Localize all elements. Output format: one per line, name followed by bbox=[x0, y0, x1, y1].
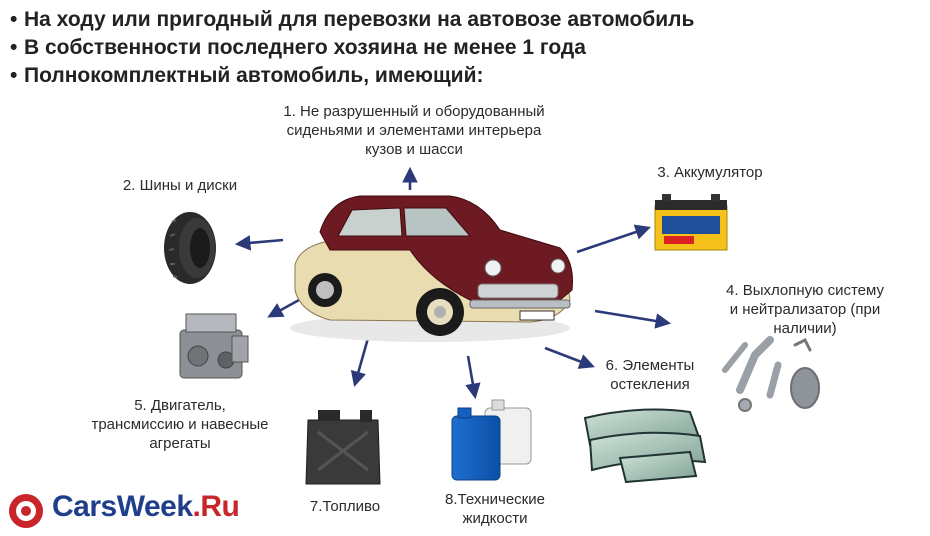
label-exhaust: 4. Выхлопную систему и нейтрализатор (пр… bbox=[726, 282, 884, 337]
car-icon bbox=[290, 195, 573, 342]
arrow-exhaust bbox=[594, 309, 672, 329]
fluid-canisters-icon bbox=[451, 399, 532, 481]
requirement-2: •В собственности последнего хозяина не м… bbox=[10, 34, 694, 62]
bullet-dot: • bbox=[10, 64, 18, 87]
label-glass: 6. Элементы остекления bbox=[605, 357, 695, 393]
arrow-glass bbox=[544, 346, 595, 369]
arrow-engine bbox=[267, 298, 300, 318]
brand-name: CarsWeek bbox=[52, 490, 193, 523]
exhaust-icon bbox=[722, 336, 820, 412]
bullet-dot: • bbox=[10, 8, 18, 31]
label-fluids: 8.Технические жидкости bbox=[445, 491, 545, 527]
requirements-list: •На ходу или пригодный для перевозки на … bbox=[10, 6, 694, 90]
arrow-fluids bbox=[465, 355, 481, 400]
label-engine: 5. Двигатель, трансмиссию и навесные агр… bbox=[91, 397, 269, 452]
bullet-dot: • bbox=[10, 36, 18, 59]
arrow-tires bbox=[234, 235, 284, 251]
label-fuel: 7.Топливо bbox=[309, 498, 381, 515]
label-battery: 3. Аккумулятор bbox=[657, 164, 763, 181]
glass-icon bbox=[583, 408, 707, 484]
arrows bbox=[234, 166, 672, 400]
requirement-1: •На ходу или пригодный для перевозки на … bbox=[10, 6, 694, 34]
battery-icon bbox=[654, 194, 728, 251]
engine-icon bbox=[179, 313, 249, 379]
brand-watermark: CarsWeek.Ru bbox=[8, 490, 240, 524]
arrow-battery bbox=[576, 224, 651, 254]
brand-logo-icon bbox=[9, 494, 43, 528]
tire-icon bbox=[164, 212, 216, 284]
label-body: 1. Не разрушенный и оборудованный сидень… bbox=[283, 103, 545, 158]
requirement-3: •Полнокомплектный автомобиль, имеющий: bbox=[10, 62, 694, 90]
label-tires: 2. Шины и диски bbox=[122, 177, 238, 194]
brand-suffix: .Ru bbox=[192, 490, 240, 523]
fuel-canister-icon bbox=[305, 410, 381, 485]
